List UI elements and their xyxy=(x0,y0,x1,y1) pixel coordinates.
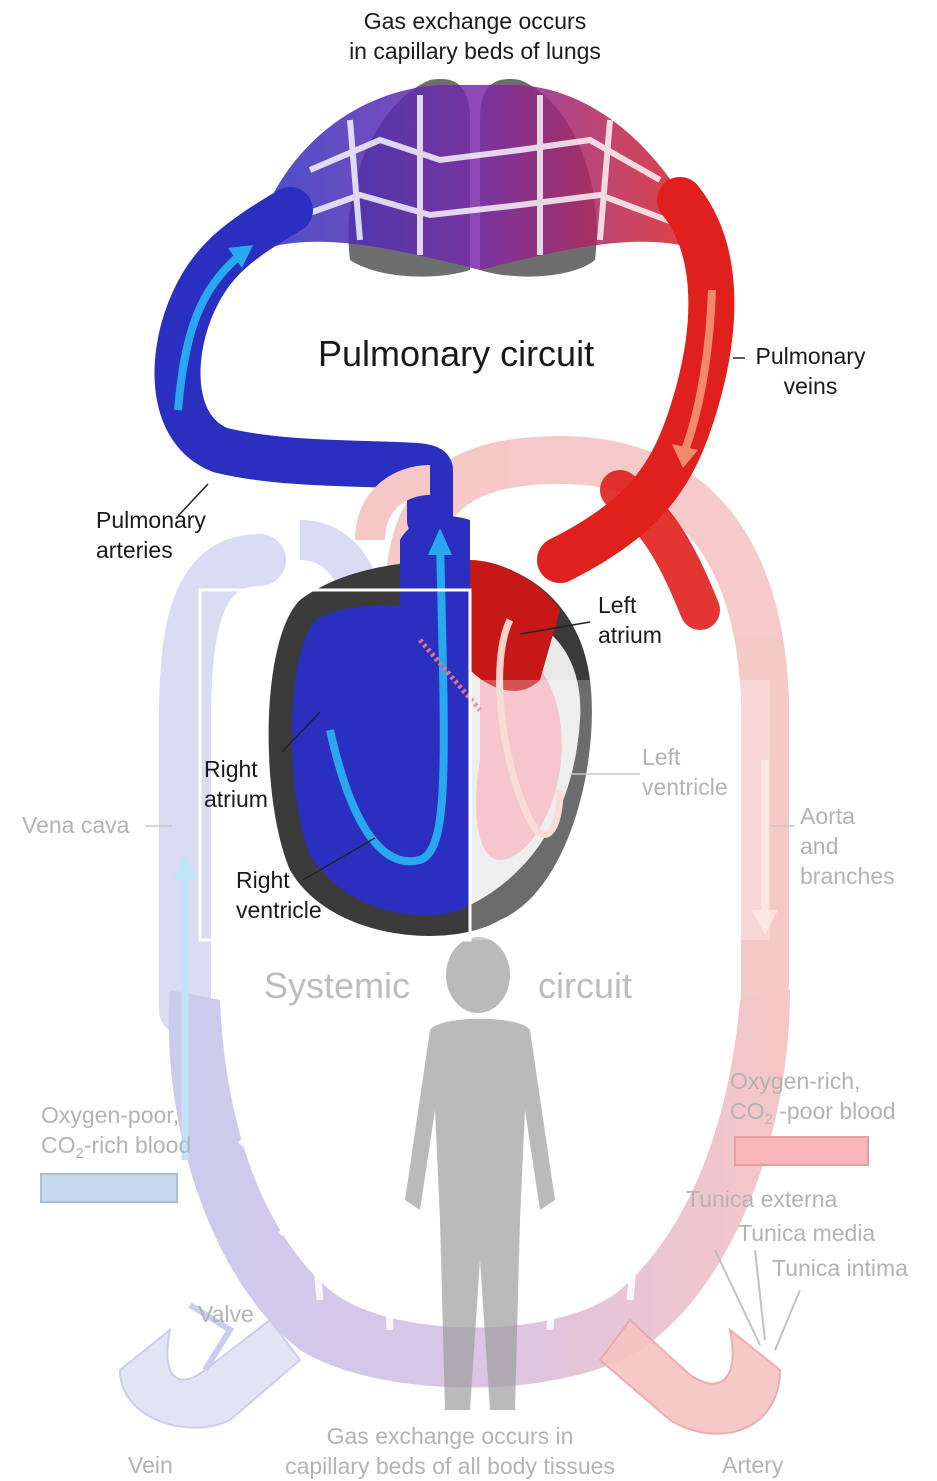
label-left-atrium-line1: Left xyxy=(598,590,662,620)
label-aorta-line3: branches xyxy=(800,861,895,891)
label-oxygen-rich: Oxygen-rich, CO2 -poor blood xyxy=(730,1066,896,1135)
label-left-atrium-line2: atrium xyxy=(598,620,662,650)
label-left-ventricle-line2: ventricle xyxy=(642,772,728,802)
label-oxygen-poor-sub: 2 xyxy=(76,1145,84,1162)
label-left-ventricle-line1: Left xyxy=(642,742,728,772)
label-oxygen-poor-rest: -rich blood xyxy=(84,1132,191,1158)
label-oxygen-poor-line1: Oxygen-poor, xyxy=(41,1100,191,1130)
label-left-ventricle: Left ventricle xyxy=(642,742,728,802)
label-vena-cava: Vena cava xyxy=(22,810,129,840)
label-tunica-externa: Tunica externa xyxy=(686,1184,837,1214)
legend-swatch-oxygen-rich xyxy=(735,1137,868,1165)
label-right-ventricle: Right ventricle xyxy=(236,865,322,925)
label-pulmonary-veins: Pulmonary veins xyxy=(748,341,873,401)
label-pulmonary-arteries-line1: Pulmonary xyxy=(96,505,206,535)
legend-swatch-oxygen-poor xyxy=(41,1174,177,1202)
label-oxygen-rich-rest: -poor blood xyxy=(773,1098,896,1124)
label-vein: Vein xyxy=(128,1450,173,1480)
label-tunica-media: Tunica media xyxy=(738,1218,875,1248)
lungs-image xyxy=(260,79,700,277)
label-oxygen-rich-line1: Oxygen-rich, xyxy=(730,1066,896,1096)
label-body-gas-exchange-line2: capillary beds of all body tissues xyxy=(270,1451,630,1481)
label-oxygen-rich-sub: 2 xyxy=(765,1111,773,1128)
label-systemic: Systemic xyxy=(264,966,410,1006)
label-circuit: circuit xyxy=(538,966,632,1006)
label-pulmonary-veins-line2: veins xyxy=(748,371,873,401)
label-oxygen-poor-line2: CO2-rich blood xyxy=(41,1130,191,1169)
label-pulmonary-veins-line1: Pulmonary xyxy=(748,341,873,371)
pulmonary-capillary-bed xyxy=(260,85,700,270)
label-aorta-line1: Aorta xyxy=(800,801,895,831)
label-right-atrium: Right atrium xyxy=(204,754,268,814)
label-pulmonary-circuit: Pulmonary circuit xyxy=(318,334,594,374)
label-right-ventricle-line1: Right xyxy=(236,865,322,895)
label-aorta: Aorta and branches xyxy=(800,801,895,891)
label-oxygen-rich-line2: CO2 -poor blood xyxy=(730,1096,896,1135)
label-aorta-line2: and xyxy=(800,831,895,861)
label-left-atrium: Left atrium xyxy=(598,590,662,650)
label-lung-gas-exchange-line1: Gas exchange occurs xyxy=(320,6,630,36)
label-oxygen-poor-co: CO xyxy=(41,1132,76,1158)
label-oxygen-poor: Oxygen-poor, CO2-rich blood xyxy=(41,1100,191,1169)
label-right-atrium-line1: Right xyxy=(204,754,268,784)
label-artery: Artery xyxy=(722,1450,783,1480)
label-right-ventricle-line2: ventricle xyxy=(236,895,322,925)
label-lung-gas-exchange: Gas exchange occurs in capillary beds of… xyxy=(320,6,630,66)
label-oxygen-rich-co: CO xyxy=(730,1098,765,1124)
label-right-atrium-line2: atrium xyxy=(204,784,268,814)
label-pulmonary-arteries: Pulmonary arteries xyxy=(96,505,206,565)
label-pulmonary-arteries-line2: arteries xyxy=(96,535,206,565)
label-lung-gas-exchange-line2: in capillary beds of lungs xyxy=(320,36,630,66)
label-body-gas-exchange: Gas exchange occurs in capillary beds of… xyxy=(270,1421,630,1481)
label-tunica-intima: Tunica intima xyxy=(772,1253,908,1283)
label-body-gas-exchange-line1: Gas exchange occurs in xyxy=(270,1421,630,1451)
label-valve: Valve xyxy=(198,1299,254,1329)
